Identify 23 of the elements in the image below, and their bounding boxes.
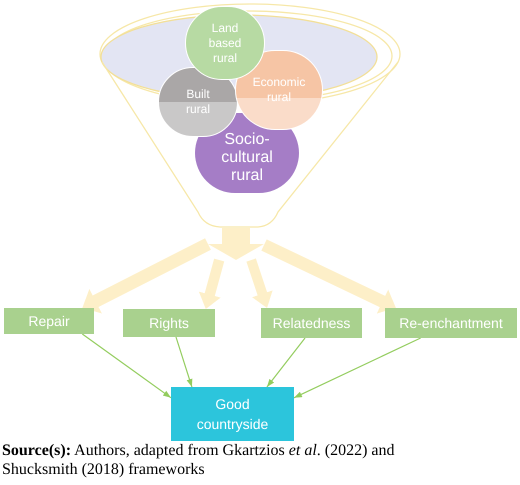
- box-label: Re-enchantment: [399, 315, 503, 331]
- arrow: [266, 338, 306, 388]
- thick-arrow: [198, 258, 224, 310]
- arrow: [294, 337, 421, 398]
- thick-arrow: [246, 258, 273, 310]
- caption: Source(s): Authors, adapted from Gkartzios et al. (2022) and Shucksmith (2018) frameworks: [2, 441, 396, 479]
- box-label: Relatedness: [272, 315, 350, 331]
- block-arrow: [208, 228, 264, 260]
- outcome-box: [4, 308, 94, 334]
- thick-arrow: [79, 238, 211, 314]
- outcome-box: [385, 308, 517, 338]
- outcome-box: [261, 308, 362, 338]
- arrow: [175, 336, 192, 388]
- thick-arrow: [261, 239, 399, 314]
- goal-box: [171, 387, 294, 441]
- box-label: Rights: [149, 315, 189, 331]
- outcome-box: [123, 309, 215, 337]
- box-label: Good countryside: [196, 395, 270, 434]
- circle-label: Land based rural: [208, 20, 242, 66]
- circle-label: Socio-cultural rural: [220, 131, 274, 185]
- box-label: Repair: [28, 313, 70, 329]
- arrow: [82, 334, 172, 398]
- circle-label: Economic rural: [252, 75, 306, 105]
